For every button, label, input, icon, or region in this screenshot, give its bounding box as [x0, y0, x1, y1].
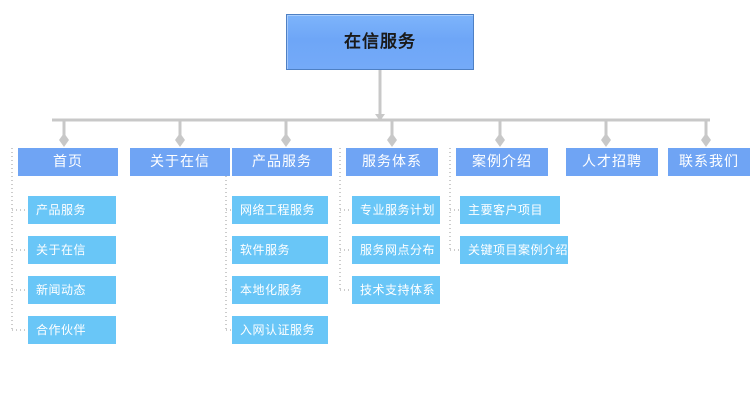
leaf-node-5-2[interactable]: 关键项目案例介绍 — [460, 236, 568, 264]
leaf-node-3-2[interactable]: 软件服务 — [232, 236, 328, 264]
branch-node-3[interactable]: 产品服务 — [232, 148, 332, 176]
branch-node-4[interactable]: 服务体系 — [346, 148, 438, 176]
branch-node-6[interactable]: 人才招聘 — [566, 148, 658, 176]
leaf-node-5-1[interactable]: 主要客户项目 — [460, 196, 560, 224]
leaf-node-3-3[interactable]: 本地化服务 — [232, 276, 328, 304]
leaf-node-1-3[interactable]: 新闻动态 — [28, 276, 116, 304]
leaf-node-1-1[interactable]: 产品服务 — [28, 196, 116, 224]
leaf-node-4-2[interactable]: 服务网点分布 — [352, 236, 440, 264]
branch-node-7[interactable]: 联系我们 — [668, 148, 750, 176]
leaf-node-4-3[interactable]: 技术支持体系 — [352, 276, 440, 304]
leaf-node-3-1[interactable]: 网络工程服务 — [232, 196, 328, 224]
leaf-node-1-4[interactable]: 合作伙伴 — [28, 316, 116, 344]
leaf-node-1-2[interactable]: 关于在信 — [28, 236, 116, 264]
branch-node-2[interactable]: 关于在信 — [130, 148, 230, 176]
branch-node-5[interactable]: 案例介绍 — [456, 148, 548, 176]
root-node[interactable]: 在信服务 — [286, 14, 474, 70]
branch-node-1[interactable]: 首页 — [18, 148, 118, 176]
leaf-node-3-4[interactable]: 入网认证服务 — [232, 316, 328, 344]
leaf-node-4-1[interactable]: 专业服务计划 — [352, 196, 440, 224]
